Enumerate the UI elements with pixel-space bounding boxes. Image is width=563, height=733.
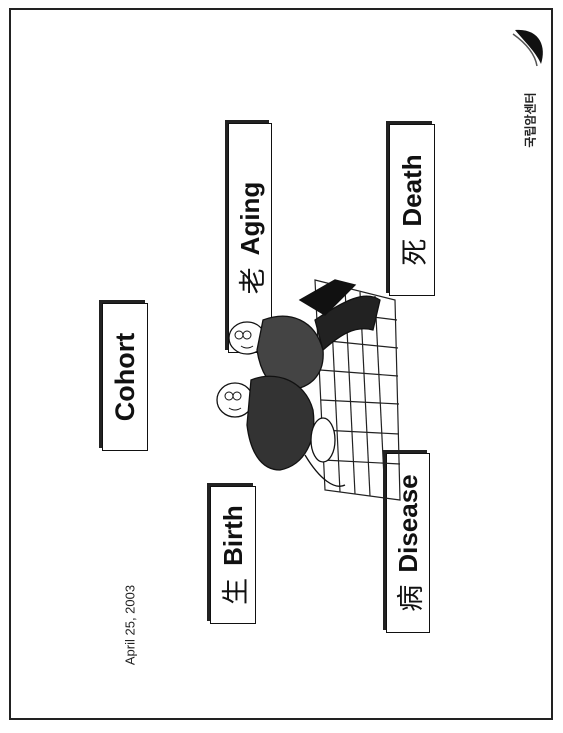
cohort-title: Cohort xyxy=(110,333,141,421)
birth-cjk: 生 xyxy=(214,578,253,605)
slide-date: April 25, 2003 xyxy=(123,585,138,665)
death-word: Death xyxy=(397,154,428,226)
logo-name: 국립암센터 xyxy=(522,92,539,147)
disease-cjk: 病 xyxy=(389,585,428,612)
cohort-title-box: Cohort xyxy=(102,303,148,451)
elderly-couple-illustration xyxy=(205,240,405,520)
